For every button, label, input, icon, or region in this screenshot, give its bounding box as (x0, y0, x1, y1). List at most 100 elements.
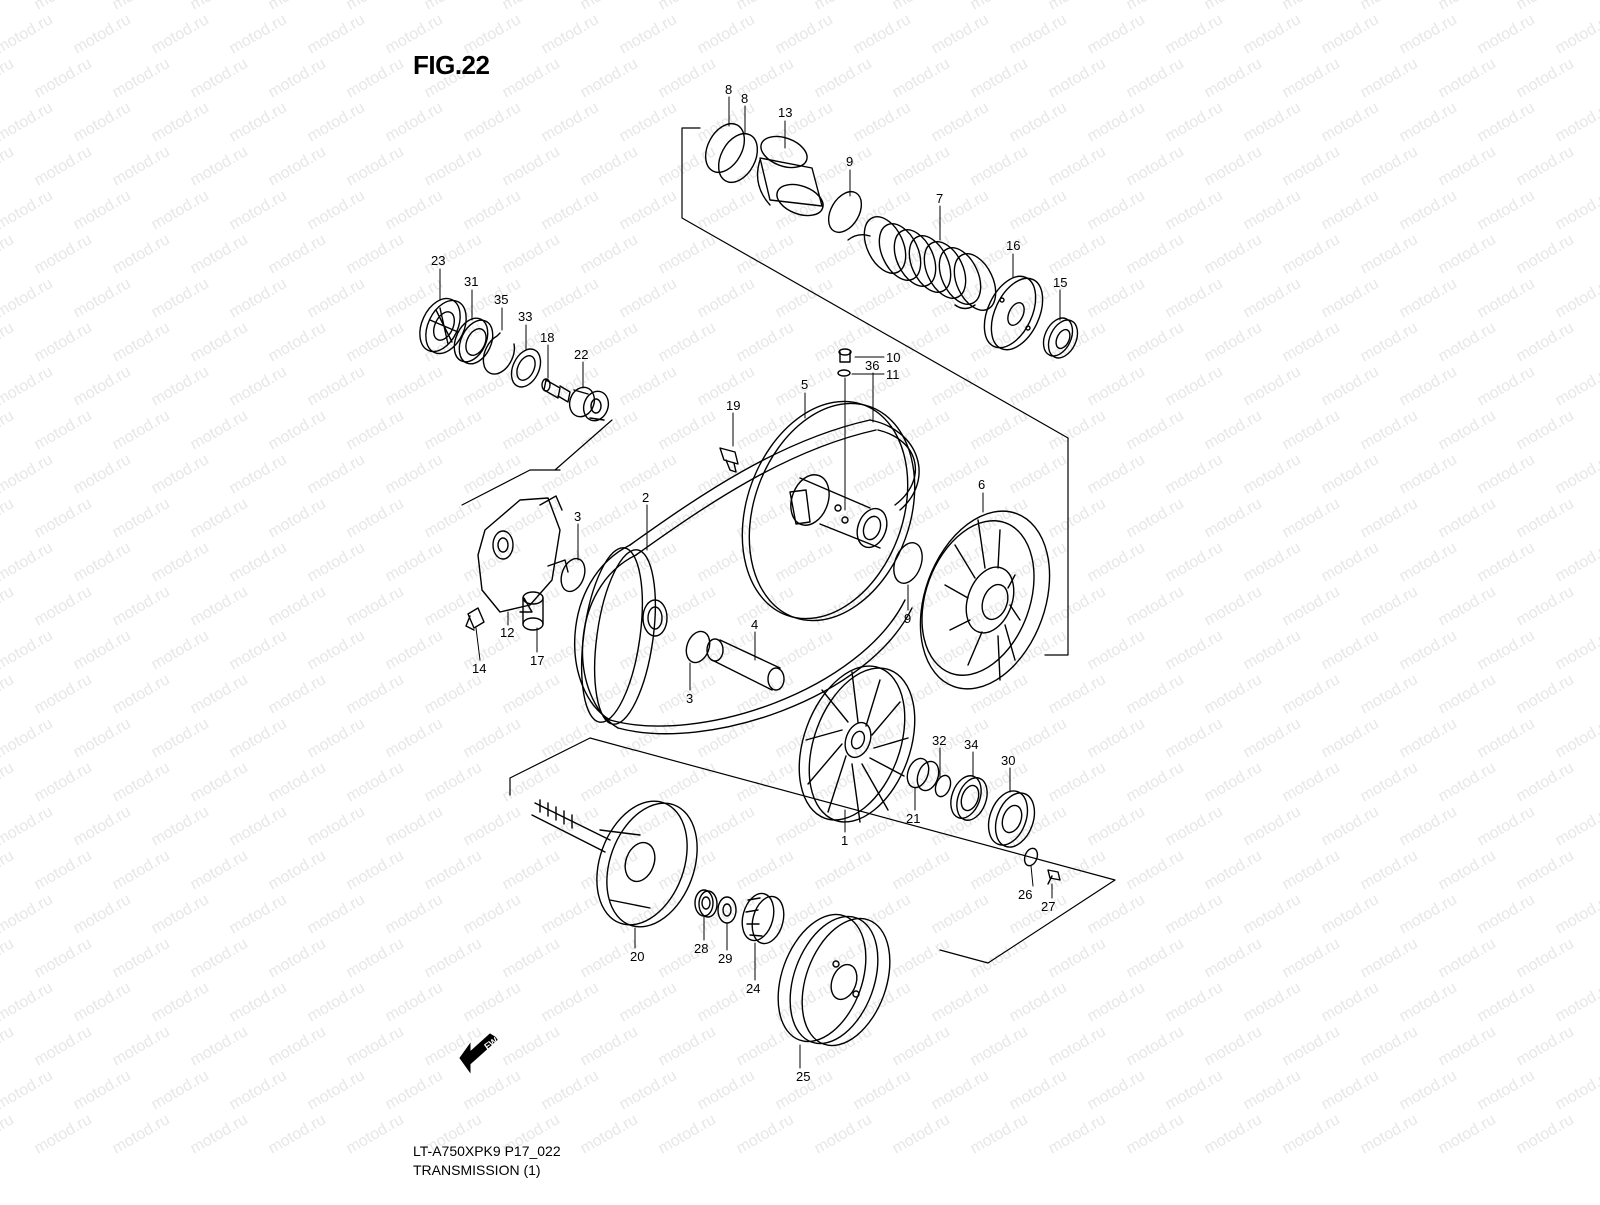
watermark-text: motod.ru (149, 627, 212, 673)
watermark-text: motod.ru (1202, 407, 1265, 453)
callout-label: 31 (464, 274, 478, 289)
watermark-text: motod.ru (578, 0, 641, 13)
watermark-text: motod.ru (1475, 803, 1538, 849)
watermark-text: motod.ru (890, 935, 953, 981)
watermark-text: motod.ru (1358, 759, 1421, 805)
callout-label: 14 (472, 661, 486, 676)
callout-label: 30 (1001, 753, 1015, 768)
watermark-text: motod.ru (1436, 935, 1499, 981)
watermark-text: motod.ru (227, 627, 290, 673)
watermark-text: motod.ru (968, 55, 1031, 101)
watermark-text: motod.ru (890, 55, 953, 101)
watermark-text: motod.ru (305, 539, 368, 585)
watermark-text: motod.ru (110, 847, 173, 893)
watermark-text: motod.ru (1514, 55, 1577, 101)
watermark-text: motod.ru (1163, 99, 1226, 145)
watermark-text: motod.ru (1280, 583, 1343, 629)
watermark-text: motod.ru (773, 627, 836, 673)
watermark-text: motod.ru (344, 671, 407, 717)
watermark-text: motod.ru (617, 187, 680, 233)
watermark-text: motod.ru (0, 627, 56, 673)
watermark-text: motod.ru (1241, 715, 1304, 761)
watermark-text: motod.ru (188, 495, 251, 541)
part-14-slider (466, 608, 484, 630)
watermark-text: motod.ru (1202, 935, 1265, 981)
callout-label: 12 (500, 625, 514, 640)
watermark-text: motod.ru (1553, 451, 1600, 497)
watermark-text: motod.ru (695, 99, 758, 145)
callout-label: 34 (964, 737, 978, 752)
watermark-text: motod.ru (500, 671, 563, 717)
watermark-text: motod.ru (344, 55, 407, 101)
watermark-text: motod.ru (1007, 715, 1070, 761)
watermark-text: motod.ru (344, 0, 407, 13)
callout-label: 8 (725, 82, 732, 97)
watermark-text: motod.ru (305, 99, 368, 145)
watermark-text: motod.ru (1124, 319, 1187, 365)
watermark-text: motod.ru (305, 627, 368, 673)
watermark-text: motod.ru (110, 231, 173, 277)
watermark-text: motod.ru (344, 319, 407, 365)
watermark-text: motod.ru (968, 143, 1031, 189)
watermark-text: motod.ru (1397, 275, 1460, 321)
watermark-text: motod.ru (149, 803, 212, 849)
watermark-text: motod.ru (968, 1023, 1031, 1069)
watermark-text: motod.ru (500, 583, 563, 629)
watermark-text: motod.ru (851, 11, 914, 57)
watermark-text: motod.ru (1280, 319, 1343, 365)
watermark-text: motod.ru (1163, 11, 1226, 57)
watermark-text: motod.ru (227, 275, 290, 321)
watermark-text: motod.ru (1553, 803, 1600, 849)
watermark-text: motod.ru (110, 935, 173, 981)
watermark-text: motod.ru (890, 0, 953, 13)
callout-labels: 8 8 13 9 7 16 15 23 31 35 33 18 22 10 11… (431, 82, 1067, 1084)
watermark-text: motod.ru (1241, 275, 1304, 321)
watermark-text: motod.ru (1280, 407, 1343, 453)
watermark-text: motod.ru (461, 99, 524, 145)
watermark-text: motod.ru (1358, 935, 1421, 981)
watermark-text: motod.ru (461, 451, 524, 497)
watermark-text: motod.ru (149, 187, 212, 233)
callout-label: 1 (841, 833, 848, 848)
watermark-text: motod.ru (266, 231, 329, 277)
watermark-text: motod.ru (149, 99, 212, 145)
watermark-text: motod.ru (1280, 847, 1343, 893)
watermark-text: motod.ru (812, 1111, 875, 1157)
watermark-text: motod.ru (422, 847, 485, 893)
watermark-text: motod.ru (266, 671, 329, 717)
watermark-text: motod.ru (656, 935, 719, 981)
watermark-text: motod.ru (305, 11, 368, 57)
watermark-text: motod.ru (500, 407, 563, 453)
watermark-text: motod.ru (1007, 187, 1070, 233)
watermark-text: motod.ru (1280, 759, 1343, 805)
watermark-text: motod.ru (1358, 495, 1421, 541)
watermark-text: motod.ru (1436, 407, 1499, 453)
watermark-text: motod.ru (1046, 55, 1109, 101)
watermark-text: motod.ru (422, 759, 485, 805)
watermark-text: motod.ru (1124, 0, 1187, 13)
watermark-text: motod.ru (617, 715, 680, 761)
watermark-text: motod.ru (1319, 363, 1382, 409)
watermark-text: motod.ru (1436, 1023, 1499, 1069)
watermark-text: motod.ru (266, 0, 329, 13)
watermark-text: motod.ru (188, 143, 251, 189)
callout-label: 7 (936, 191, 943, 206)
watermark-text: motod.ru (1202, 319, 1265, 365)
watermark-text: motod.ru (1085, 99, 1148, 145)
watermark-text: motod.ru (1319, 1067, 1382, 1113)
watermark-text: motod.ru (1241, 363, 1304, 409)
watermark-text: motod.ru (0, 187, 56, 233)
watermark-text: motod.ru (656, 407, 719, 453)
watermark-text: motod.ru (1202, 231, 1265, 277)
watermark-text: motod.ru (929, 979, 992, 1025)
watermark-text: motod.ru (422, 1023, 485, 1069)
watermark-text: motod.ru (0, 495, 17, 541)
watermark-text: motod.ru (1163, 363, 1226, 409)
watermark-text: motod.ru (890, 671, 953, 717)
watermark-text: motod.ru (0, 55, 17, 101)
watermark-text: motod.ru (461, 187, 524, 233)
watermark-text: motod.ru (0, 583, 17, 629)
watermark-text: motod.ru (1514, 319, 1577, 365)
watermark-text: motod.ru (1085, 187, 1148, 233)
watermark-text: motod.ru (266, 847, 329, 893)
